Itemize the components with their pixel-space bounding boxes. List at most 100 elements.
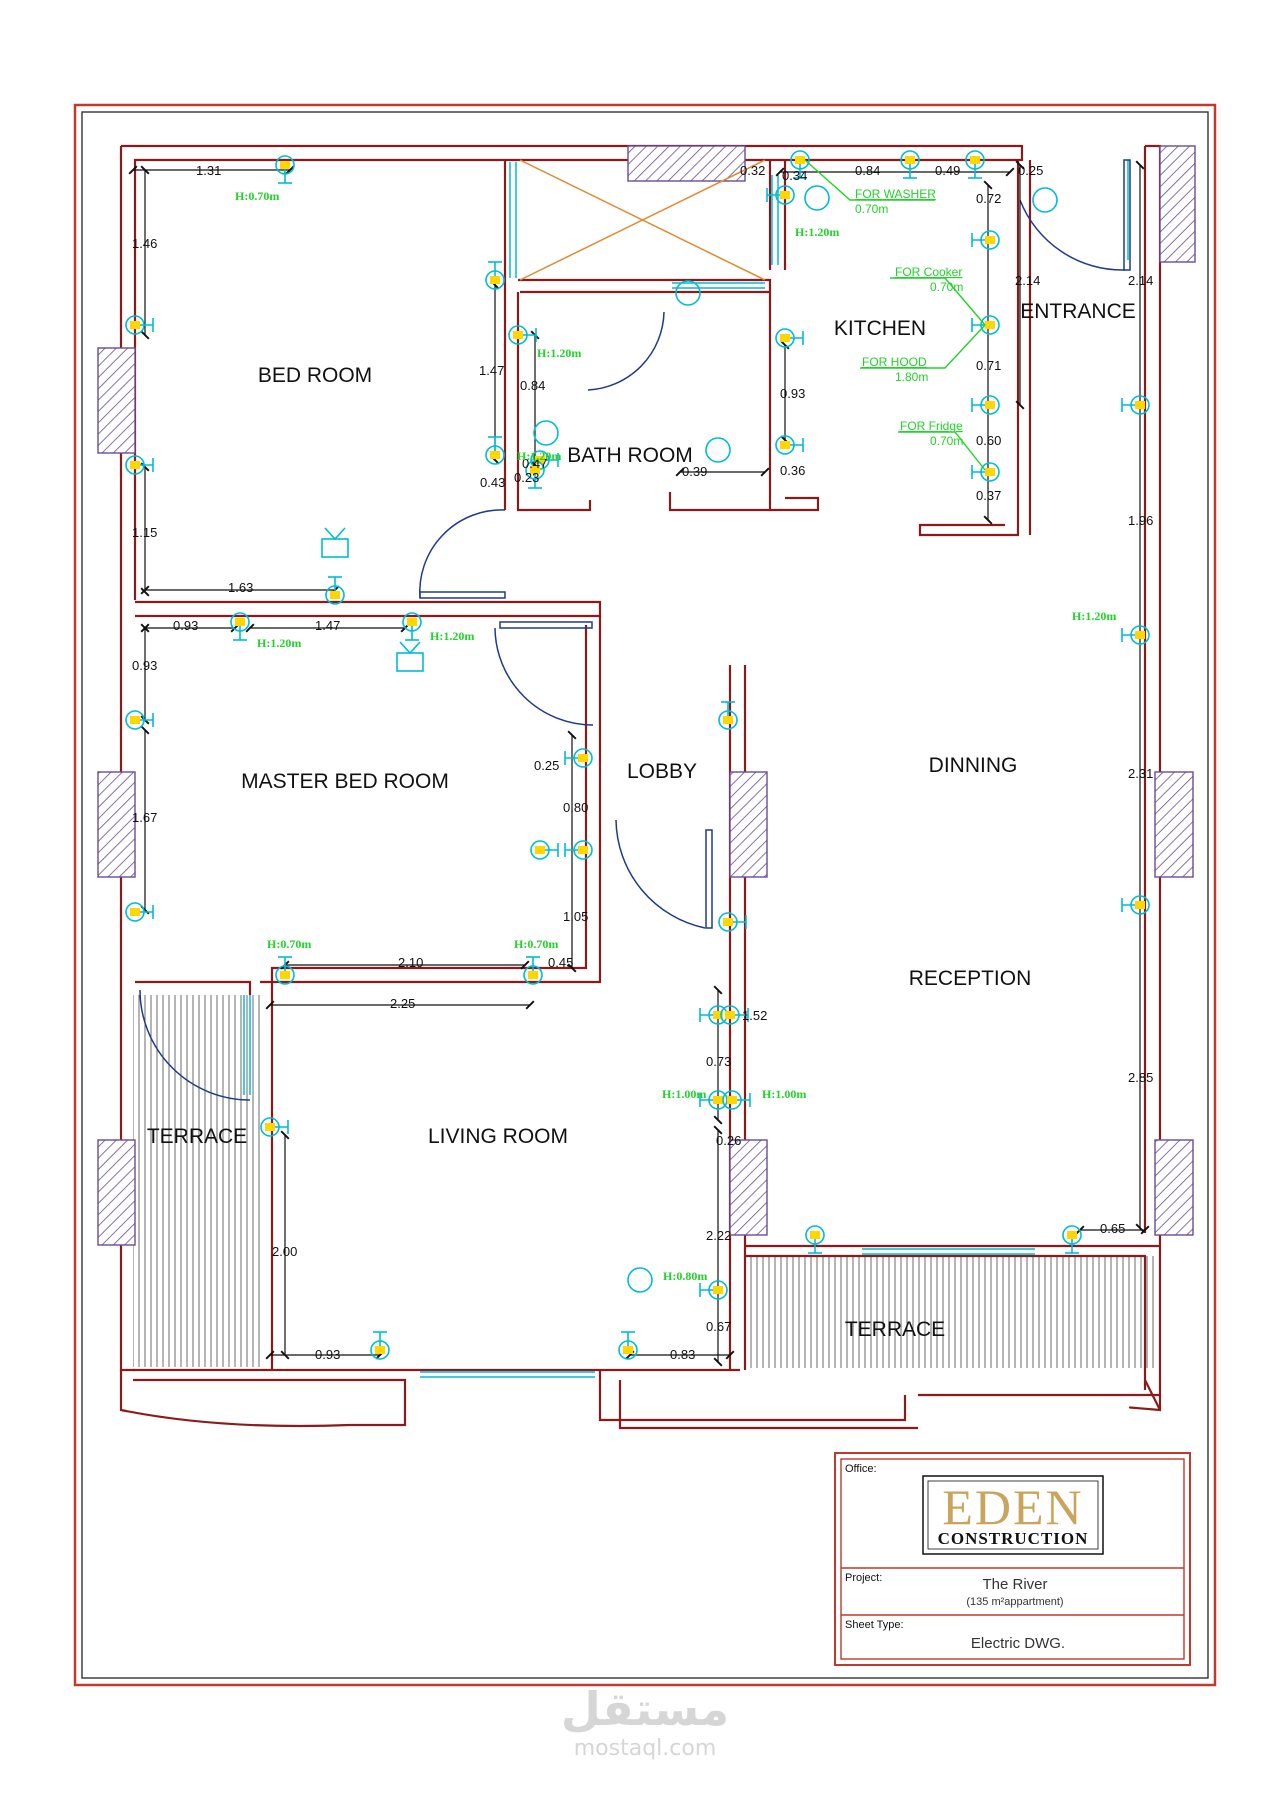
light-icon (675, 280, 701, 306)
terrace-decking (133, 995, 1156, 1368)
light-icon (1032, 187, 1058, 213)
room-dinning: DINNING (929, 754, 1018, 777)
room-terrace-right: TERRACE (845, 1318, 945, 1341)
tv-outlet-icon (396, 641, 424, 672)
dim-label: 2.14 (1015, 273, 1040, 288)
room-bath-room: BATH ROOM (567, 444, 693, 467)
dim-label: 0.60 (976, 433, 1001, 448)
dim-label: 0.26 (716, 1133, 741, 1148)
appliance-label: 0.70m (930, 434, 963, 448)
dim-label: 0.72 (976, 191, 1001, 206)
socket-icon (718, 912, 747, 932)
socket-icon (971, 462, 1000, 482)
project-name: The River (982, 1576, 1047, 1593)
light-icon (804, 185, 830, 211)
watermark-arabic: مستقل (561, 1682, 729, 1736)
height-label: H:1.20m (257, 636, 301, 650)
height-label: H:1.00m (762, 1087, 806, 1101)
project-label: Project: (845, 1572, 882, 1584)
title-block: Office: EDEN CONSTRUCTION Project: The R… (834, 1452, 1191, 1666)
height-label: H:1.00m (662, 1087, 706, 1101)
light-icon (627, 1267, 653, 1293)
height-label: H:0.70m (267, 937, 311, 951)
socket-icon (523, 956, 543, 985)
height-label: H:1.20m (537, 346, 581, 360)
dim-label: 2.00 (272, 1244, 297, 1259)
dim-label: 1.46 (132, 236, 157, 251)
dim-label: 2.14 (1128, 273, 1153, 288)
office-label: Office: (845, 1463, 877, 1475)
socket-icon (1121, 395, 1150, 415)
watermark-latin: mostaql.com (574, 1736, 717, 1761)
socket-icon (530, 840, 559, 860)
dim-label: 0.45 (548, 955, 573, 970)
tv-outlet-icon (321, 527, 349, 558)
socket-icon (965, 150, 985, 179)
dim-label: 1.67 (132, 810, 157, 825)
socket-icon (1062, 1225, 1082, 1254)
appliance-label: 0.70m (855, 202, 888, 216)
dim-label: 0.73 (706, 1054, 731, 1069)
appliance-labels: FOR WASHER 0.70m FOR Cooker 0.70m FOR HO… (855, 187, 963, 448)
project-area: (135 m²appartment) (966, 1596, 1063, 1608)
room-lobby: LOBBY (627, 760, 697, 783)
dim-label: 2.10 (398, 955, 423, 970)
socket-icon (370, 1331, 390, 1360)
dim-label: 0.23 (514, 470, 539, 485)
light-icon (533, 420, 559, 446)
dim-label: 0.93 (173, 618, 198, 633)
company-logo: EDEN (942, 1479, 1083, 1535)
dim-label: 0.65 (1100, 1221, 1125, 1236)
appliance-label: FOR WASHER (855, 187, 936, 201)
socket-icon (325, 576, 345, 605)
room-master-bed-room: MASTER BED ROOM (241, 770, 449, 793)
dim-label: 1.05 (563, 909, 588, 924)
dim-label: 2.25 (390, 996, 415, 1011)
dim-label: 0.84 (855, 163, 880, 178)
socket-icon (260, 1117, 289, 1137)
electrical-fixtures (125, 150, 1150, 1360)
socket-icon (790, 150, 810, 179)
dim-label: 1.47 (315, 618, 340, 633)
socket-icon (564, 840, 593, 860)
dim-label: 1.63 (228, 580, 253, 595)
appliance-label: 0.70m (930, 280, 963, 294)
socket-icon (900, 150, 920, 179)
socket-icon (766, 185, 795, 205)
shaft (519, 159, 766, 281)
height-label: H:1.20m (1072, 609, 1116, 623)
socket-icon (230, 612, 250, 641)
dim-label: 2.85 (1128, 1070, 1153, 1085)
sheet-type-label: Sheet Type: (845, 1619, 904, 1631)
dim-label: 1.52 (742, 1008, 767, 1023)
columns (97, 145, 1196, 1246)
socket-icon (125, 902, 154, 922)
socket-icon (275, 956, 295, 985)
room-reception: RECEPTION (909, 967, 1032, 990)
sheet-border (73, 103, 1217, 1687)
socket-icon (485, 261, 505, 290)
socket-icon (971, 230, 1000, 250)
dim-label: 0.93 (315, 1347, 340, 1362)
dim-label: 0.93 (780, 386, 805, 401)
room-kitchen: KITCHEN (834, 317, 926, 340)
dimension-labels: 1.31 1.46 1.15 1.63 0.93 1.47 0.93 1.67 … (132, 163, 1153, 1362)
dim-label: 0.80 (563, 800, 588, 815)
dim-label: 0.83 (670, 1347, 695, 1362)
socket-icon (525, 460, 545, 489)
appliance-label: FOR HOOD (862, 355, 927, 369)
socket-icon (718, 701, 738, 730)
socket-icon (805, 1225, 825, 1254)
dim-label: 0.32 (740, 163, 765, 178)
dim-label: 0.34 (782, 168, 807, 183)
dim-label: 0.84 (520, 378, 545, 393)
socket-icon (508, 325, 537, 345)
socket-icon (485, 436, 505, 465)
appliance-label: FOR Fridge (900, 419, 963, 433)
dim-label: 0.67 (706, 1319, 731, 1334)
appliance-leaders (804, 159, 986, 471)
dim-label: 0.47 (522, 456, 547, 471)
dim-label: 1.15 (132, 525, 157, 540)
socket-icon (564, 748, 593, 768)
appliance-label: FOR Cooker (895, 265, 962, 279)
